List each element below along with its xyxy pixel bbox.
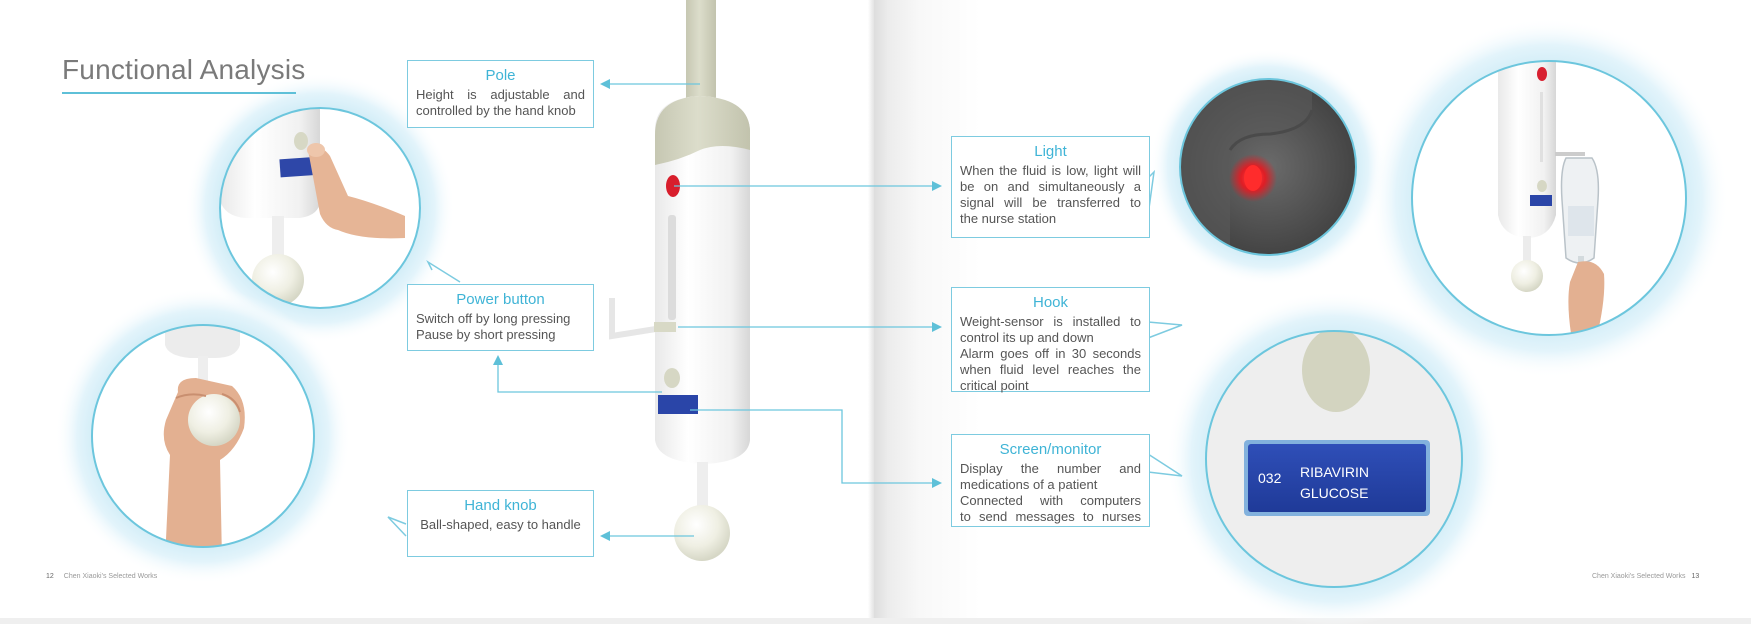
callout-light-line: the nurse station <box>960 211 1057 226</box>
screen-display-number: 032 <box>1258 470 1282 486</box>
callout-screen-monitor: Screen/monitor Display the number and me… <box>951 434 1150 527</box>
page-bottom-edge <box>0 618 1751 624</box>
callout-pole-line: controlled by the hand knob <box>416 103 576 118</box>
callout-light-line: When the fluid is low, light will <box>960 163 1141 178</box>
callout-hook-line: Alarm goes off in 30 seconds <box>960 346 1141 361</box>
callout-hand-knob-title: Hand knob <box>464 497 537 514</box>
hook <box>654 322 676 332</box>
callout-hook-title: Hook <box>1032 294 1069 311</box>
footer-left-page-number: 12 <box>46 573 54 580</box>
footer-right-page-number: 13 <box>1691 573 1700 580</box>
callout-power-button: Power button Switch off by long pressing… <box>407 284 594 351</box>
drip-bag-closeup <box>1411 60 1687 336</box>
callout-pole-line: Height is adjustable and <box>416 87 585 102</box>
page-title: Functional Analysis <box>62 54 306 85</box>
hand-knob <box>674 505 730 561</box>
screen-display-line: GLUCOSE <box>1300 485 1369 501</box>
callout-screen-monitor-line: Display the number and <box>960 461 1141 476</box>
callout-hook-line: critical point <box>960 378 1029 393</box>
callout-screen-monitor-line: Connected with computers <box>960 493 1141 508</box>
screen-closeup <box>1205 330 1463 588</box>
callout-screen-monitor-title: Screen/monitor <box>999 441 1102 458</box>
footer-left-text: Chen Xiaoki’s Selected Works <box>63 573 158 580</box>
footer-right: Chen Xiaoki’s Selected Works 13 <box>1592 573 1699 580</box>
callout-power-button-title: Power button <box>456 291 545 308</box>
callout-hook-line: control its up and down <box>960 330 1094 345</box>
callout-light: Light When the fluid is low, light will … <box>951 136 1150 238</box>
indicator-light <box>666 175 680 197</box>
pole <box>686 0 716 100</box>
callout-light-title: Light <box>1034 143 1067 160</box>
callout-light-line: signal will be transferred to <box>960 195 1141 210</box>
power-button-closeup <box>219 107 421 309</box>
screen-display-medications: RIBAVIRIN GLUCOSE <box>1300 462 1369 504</box>
light-closeup <box>1179 78 1357 256</box>
title-underline <box>62 92 296 94</box>
device-screen <box>658 395 698 414</box>
page-gutter <box>868 0 874 624</box>
hand-knob-closeup <box>91 324 315 548</box>
callout-screen-monitor-line: to send messages to nurses <box>960 509 1141 524</box>
connector-arrowheads <box>493 79 942 541</box>
callout-hand-knob-line: Ball-shaped, easy to handle <box>420 517 581 532</box>
callout-pole-title: Pole <box>485 67 516 84</box>
callout-hook-line: Weight-sensor is installed to <box>960 314 1141 329</box>
footer-left: 12 Chen Xiaoki’s Selected Works <box>46 573 157 580</box>
connector-lines <box>497 83 934 537</box>
callout-power-button-line: Pause by short pressing <box>416 327 556 342</box>
callout-power-button-line: Switch off by long pressing <box>416 311 571 326</box>
callout-hook-line: when fluid level reaches the <box>960 362 1141 377</box>
callout-light-line: be on and simultaneously a <box>960 179 1141 194</box>
screen-display-line: RIBAVIRIN <box>1300 464 1369 480</box>
callout-hook: Hook Weight-sensor is installed to contr… <box>951 287 1150 393</box>
iv-device-illustration <box>609 0 750 561</box>
callout-hand-knob: Hand knob Ball-shaped, easy to handle <box>407 490 594 557</box>
callout-pole: Pole Height is adjustable and controlled… <box>407 60 594 128</box>
footer-right-text: Chen Xiaoki’s Selected Works <box>1592 573 1686 580</box>
callout-screen-monitor-line: medications of a patient <box>960 477 1098 492</box>
